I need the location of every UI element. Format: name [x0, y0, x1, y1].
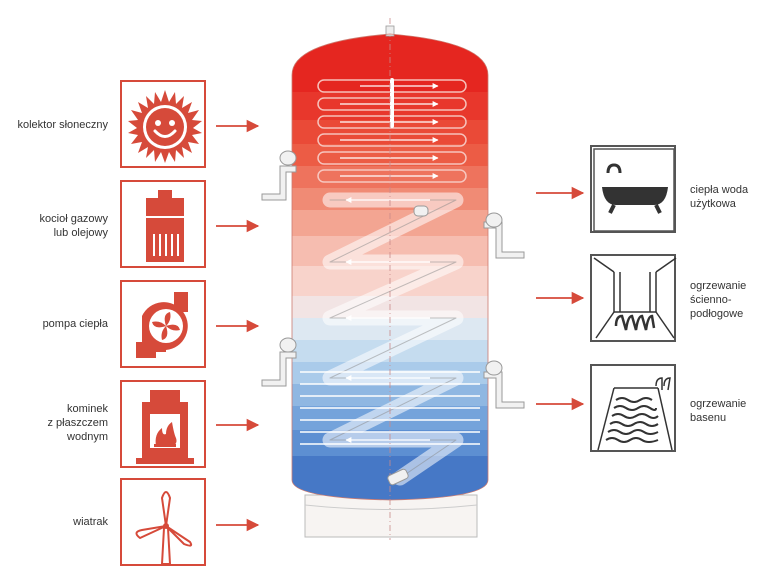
output-arrows [536, 186, 585, 411]
label-fireplace: kominek z płaszczem wodnym [47, 403, 108, 443]
label-wind-turbine: wiatrak [73, 516, 108, 528]
label-heat-pump: pompa ciepła [42, 318, 108, 330]
input-arrows [216, 119, 260, 532]
tank-stand [304, 494, 478, 538]
label-solar-collector: kolektor słoneczny [17, 119, 109, 131]
wind-turbine-icon [135, 491, 193, 565]
pool-box [590, 364, 676, 452]
heat-pump-icon [136, 292, 188, 358]
sun-icon [128, 90, 202, 163]
heat-pump-box [120, 280, 206, 368]
floor-heating-box [590, 254, 677, 342]
floor-heating-icon [593, 257, 677, 339]
bathtub-box [590, 145, 676, 233]
solar-box [120, 80, 206, 168]
label-floor-heating: ogrzewanie ścienno- podłogowe [690, 280, 747, 320]
pool-icon [597, 377, 673, 451]
label-pool-heating: ogrzewanie basenu [690, 398, 747, 424]
bathtub-icon [593, 148, 675, 232]
wind-turbine-box [120, 478, 206, 566]
label-gas-oil-boiler: kocioł gazowy lub olejowy [39, 213, 108, 239]
fireplace-icon [136, 390, 194, 464]
boiler-box [120, 180, 206, 268]
fireplace-box [120, 380, 206, 468]
boiler-icon [146, 190, 184, 262]
label-hot-water: ciepła woda użytkowa [690, 184, 749, 210]
